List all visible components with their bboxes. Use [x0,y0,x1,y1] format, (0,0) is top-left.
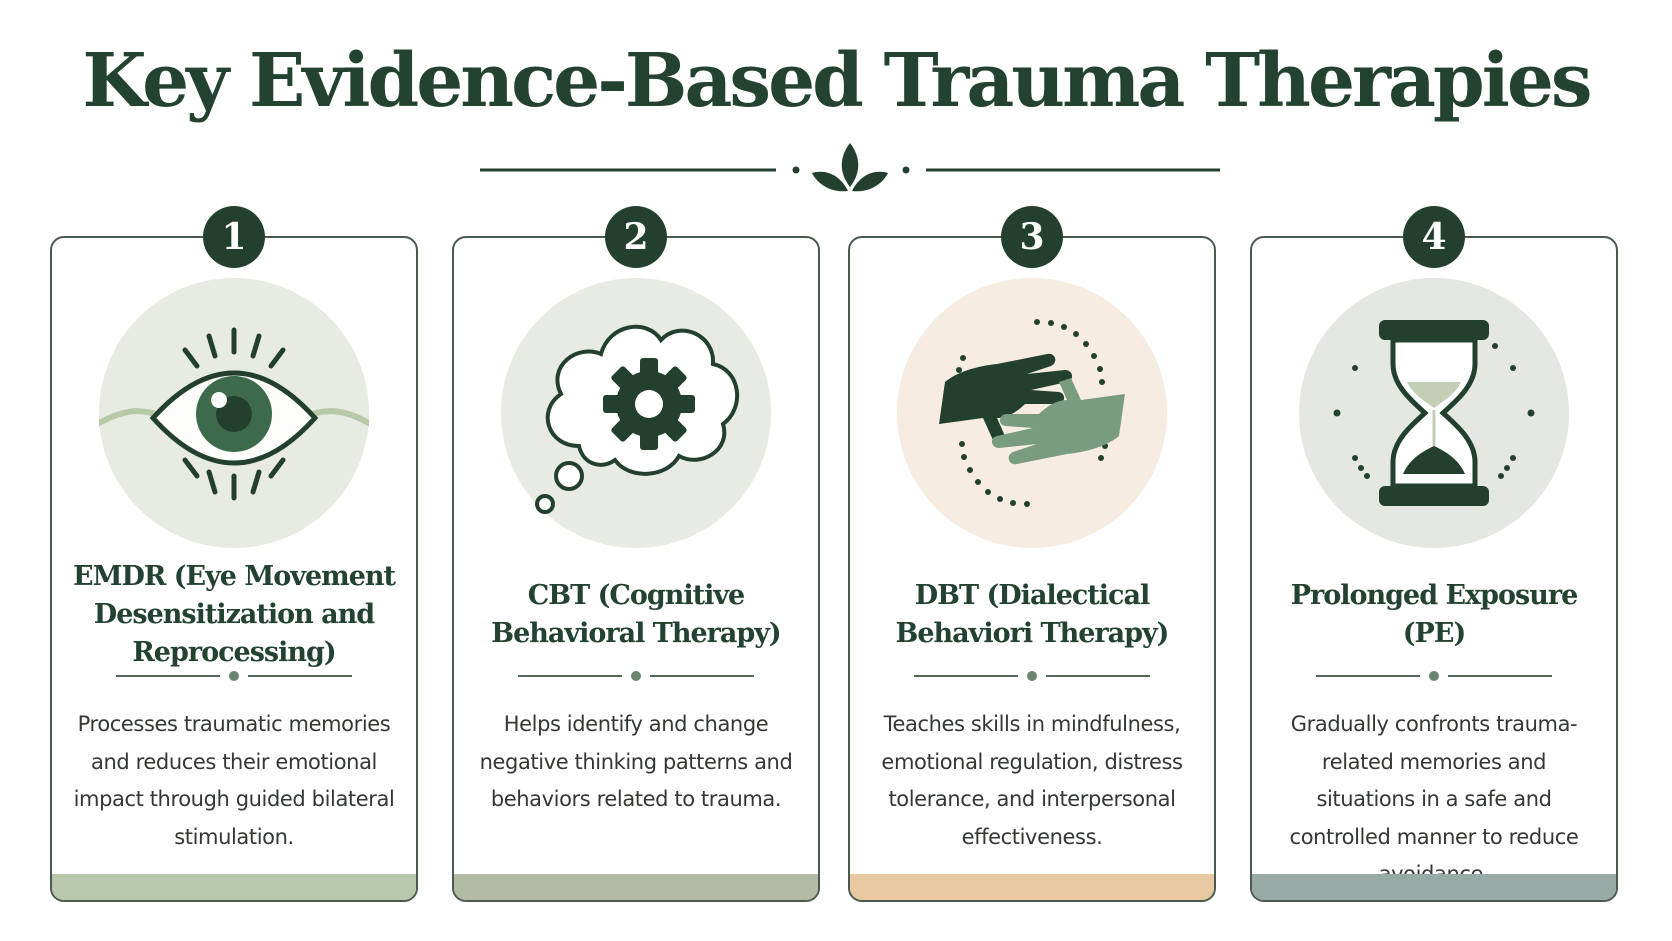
page-title: Key Evidence-Based Trauma Therapies [82,38,1592,124]
card-divider [1316,671,1552,681]
therapy-card-cbt: CBT (Cognitive Behavioral Therapy) Helps… [452,236,820,902]
card-accent-stripe [1252,874,1616,900]
step-badge-1: 1 [203,206,265,268]
therapy-card-dbt: DBT (Dialectical Behaviori Therapy) Teac… [848,236,1216,902]
card-divider [116,671,352,681]
title-divider [480,143,1220,192]
card-description: Teaches skills in mindfulness, emotional… [881,712,1183,849]
thought-gear-icon [501,278,771,548]
eye-icon [99,278,369,548]
step-badge-3: 3 [1001,206,1063,268]
card-accent-stripe [850,874,1214,900]
card-title: DBT (Dialectical Behaviori Therapy) [895,580,1170,649]
therapy-card-pe: Prolonged Exposure (PE) Gradually confro… [1250,236,1618,902]
card-description: Gradually confronts trauma-related memor… [1289,712,1579,886]
card-title: EMDR (Eye Movement Desensitization and R… [73,561,396,668]
therapy-card-emdr: EMDR (Eye Movement Desensitization and R… [50,236,418,902]
card-accent-stripe [454,874,818,900]
hourglass-icon [1299,278,1569,548]
card-divider [914,671,1150,681]
card-description: Processes traumatic memories and reduces… [73,712,395,849]
hands-icon [897,278,1167,548]
step-badge-4: 4 [1403,206,1465,268]
step-badge-2: 2 [605,206,667,268]
leaf-icon [812,143,888,192]
card-divider [518,671,754,681]
card-description: Helps identify and change negative think… [479,712,793,811]
card-title: CBT (Cognitive Behavioral Therapy) [491,580,781,649]
card-title: Prolonged Exposure (PE) [1290,580,1579,649]
card-accent-stripe [52,874,416,900]
